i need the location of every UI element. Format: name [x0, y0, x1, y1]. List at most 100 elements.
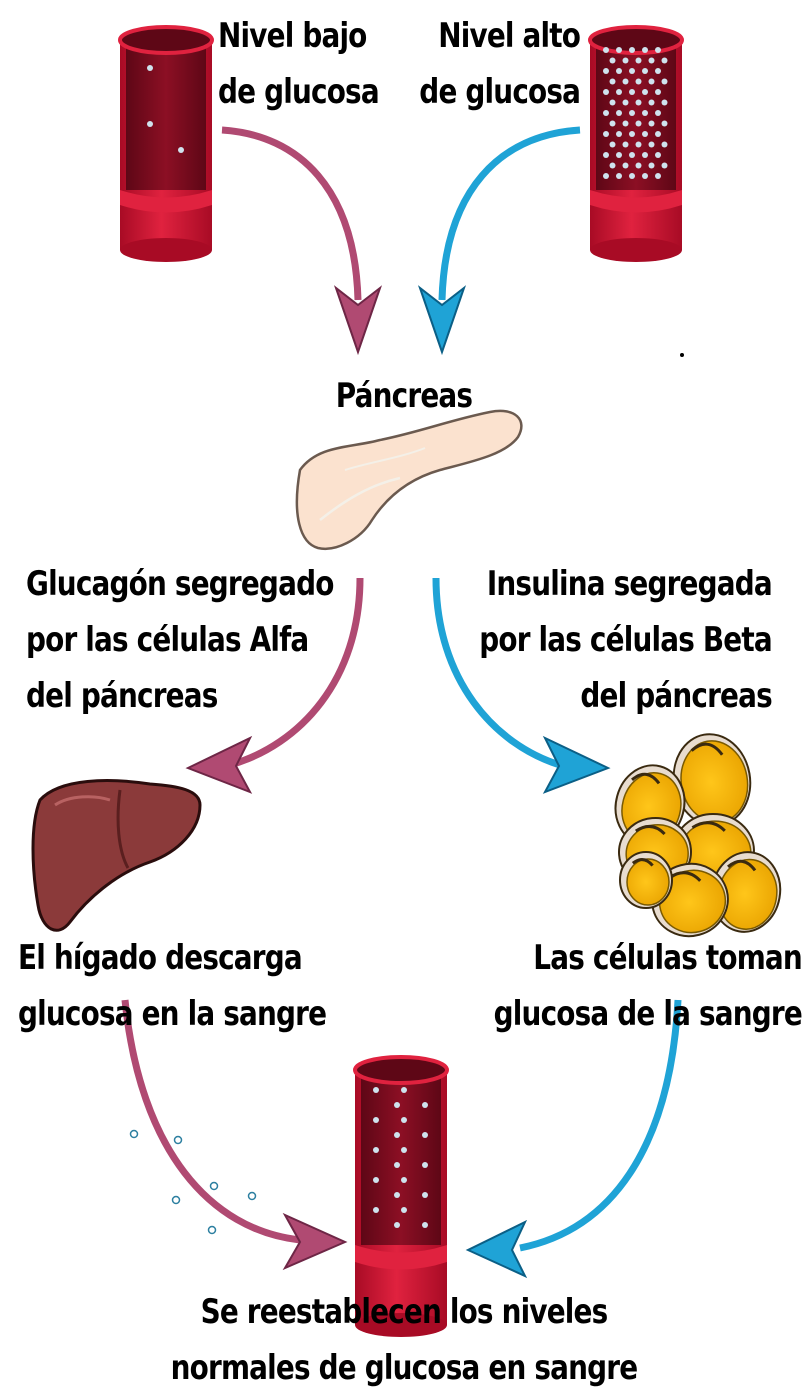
glucose-dot [622, 162, 629, 169]
low-glucose-arrowhead [333, 285, 383, 356]
glucose-dot [394, 1222, 400, 1228]
insulin-arrow [432, 577, 562, 769]
glucose-dot [373, 1117, 379, 1123]
liver-glucose-arrowhead [282, 1212, 348, 1271]
glucose-dot [622, 99, 629, 106]
glucose-dot [655, 131, 661, 137]
glucose-dot [635, 99, 642, 106]
high-glucose-arrowhead [417, 285, 467, 356]
glucose-dot [603, 131, 609, 137]
glucose-dot [622, 141, 629, 148]
glucose-dot [616, 89, 622, 95]
glucagon-arrowhead [185, 735, 253, 794]
glucose-dot [609, 57, 616, 64]
glucose-dot [655, 89, 661, 95]
glucose-dot [622, 78, 629, 85]
glucose-dot [629, 110, 635, 116]
insulin-arrowhead [542, 735, 611, 794]
glucose-dot [655, 47, 661, 53]
glucose-dot [648, 78, 655, 85]
glucose-dot [661, 162, 668, 169]
glucose-dot [609, 162, 616, 169]
glucose-dot [394, 1102, 400, 1108]
glucose-dot [401, 1177, 407, 1183]
glucose-dot [661, 57, 668, 64]
glucose-dot [648, 141, 655, 148]
glucose-dot [422, 1132, 428, 1138]
cells-glucose-arrowhead [465, 1219, 528, 1279]
glucose-dot [603, 89, 609, 95]
glucose-dot [648, 99, 655, 106]
glucose-dot [373, 1087, 379, 1093]
released-glucose-molecules [129, 1129, 257, 1235]
glucose-dot [603, 173, 609, 179]
glucose-dot [616, 152, 622, 158]
glucose-dot [661, 99, 668, 106]
glucagon-label: Glucagón segregado por las células Alfa … [26, 564, 334, 716]
glucose-dot [609, 99, 616, 106]
glucose-dot [635, 120, 642, 127]
glucose-dot [635, 141, 642, 148]
glucose-dot [642, 47, 648, 53]
glucose-dot [629, 131, 635, 137]
glucose-dot [373, 1177, 379, 1183]
glucose-dot [373, 1207, 379, 1213]
glucose-dot [642, 89, 648, 95]
low-glucose-arrow [221, 126, 362, 301]
glucose-dot [629, 68, 635, 74]
glucose-dot [394, 1132, 400, 1138]
fat-cell [710, 851, 782, 933]
pancreas-label: Páncreas [335, 376, 473, 416]
glucose-dot [635, 78, 642, 85]
glucose-dot [642, 173, 648, 179]
glucose-dot [642, 68, 648, 74]
glucose-dot [622, 120, 629, 127]
glucose-dot [422, 1162, 428, 1168]
glucose-dot [603, 47, 609, 53]
glucose-dot [401, 1087, 407, 1093]
glucose-dot [616, 47, 622, 53]
glucose-dot [394, 1192, 400, 1198]
glucose-dot [609, 120, 616, 127]
glucagon-arrow [229, 577, 364, 769]
result-label: Se reestablecen los niveles normales de … [170, 1292, 638, 1388]
cells-glucose-arrow [519, 999, 682, 1252]
insulin-label: Insulina segregada por las células Beta … [479, 564, 772, 716]
liver-glucose-arrow [121, 999, 301, 1244]
high-glucose-label: Nivel alto de glucosa [419, 16, 581, 112]
glucose-dot [609, 78, 616, 85]
glucose-dot [401, 1117, 407, 1123]
glucose-dot [394, 1162, 400, 1168]
glucose-dot [373, 1147, 379, 1153]
glucose-dot [609, 141, 616, 148]
glucose-dot [642, 131, 648, 137]
fat-cell [619, 851, 673, 909]
glucose-dot [648, 120, 655, 127]
glucose-dot [603, 110, 609, 116]
glucose-dot [629, 89, 635, 95]
glucose-dot [648, 57, 655, 64]
glucose-dot [648, 162, 655, 169]
low-glucose-label: Nivel bajo de glucosa [218, 16, 380, 112]
glucose-dot [616, 173, 622, 179]
glucose-dot [422, 1192, 428, 1198]
glucose-dot [655, 173, 661, 179]
glucose-dot [629, 47, 635, 53]
glucose-dot [629, 173, 635, 179]
glucose-dot [422, 1222, 428, 1228]
glucose-dot [661, 78, 668, 85]
glucose-dot [603, 68, 609, 74]
glucose-dot [661, 120, 668, 127]
glucose-dot [655, 68, 661, 74]
liver-illustration [31, 779, 202, 932]
glucose-dot [616, 131, 622, 137]
glucose-dot [603, 152, 609, 158]
glucose-dot [642, 152, 648, 158]
low-glucose-vessel [118, 25, 214, 262]
glucose-dot [642, 110, 648, 116]
pancreas-illustration [295, 409, 523, 550]
glucose-dot [616, 110, 622, 116]
glucose-dot [655, 110, 661, 116]
high-glucose-vessel [588, 25, 684, 262]
